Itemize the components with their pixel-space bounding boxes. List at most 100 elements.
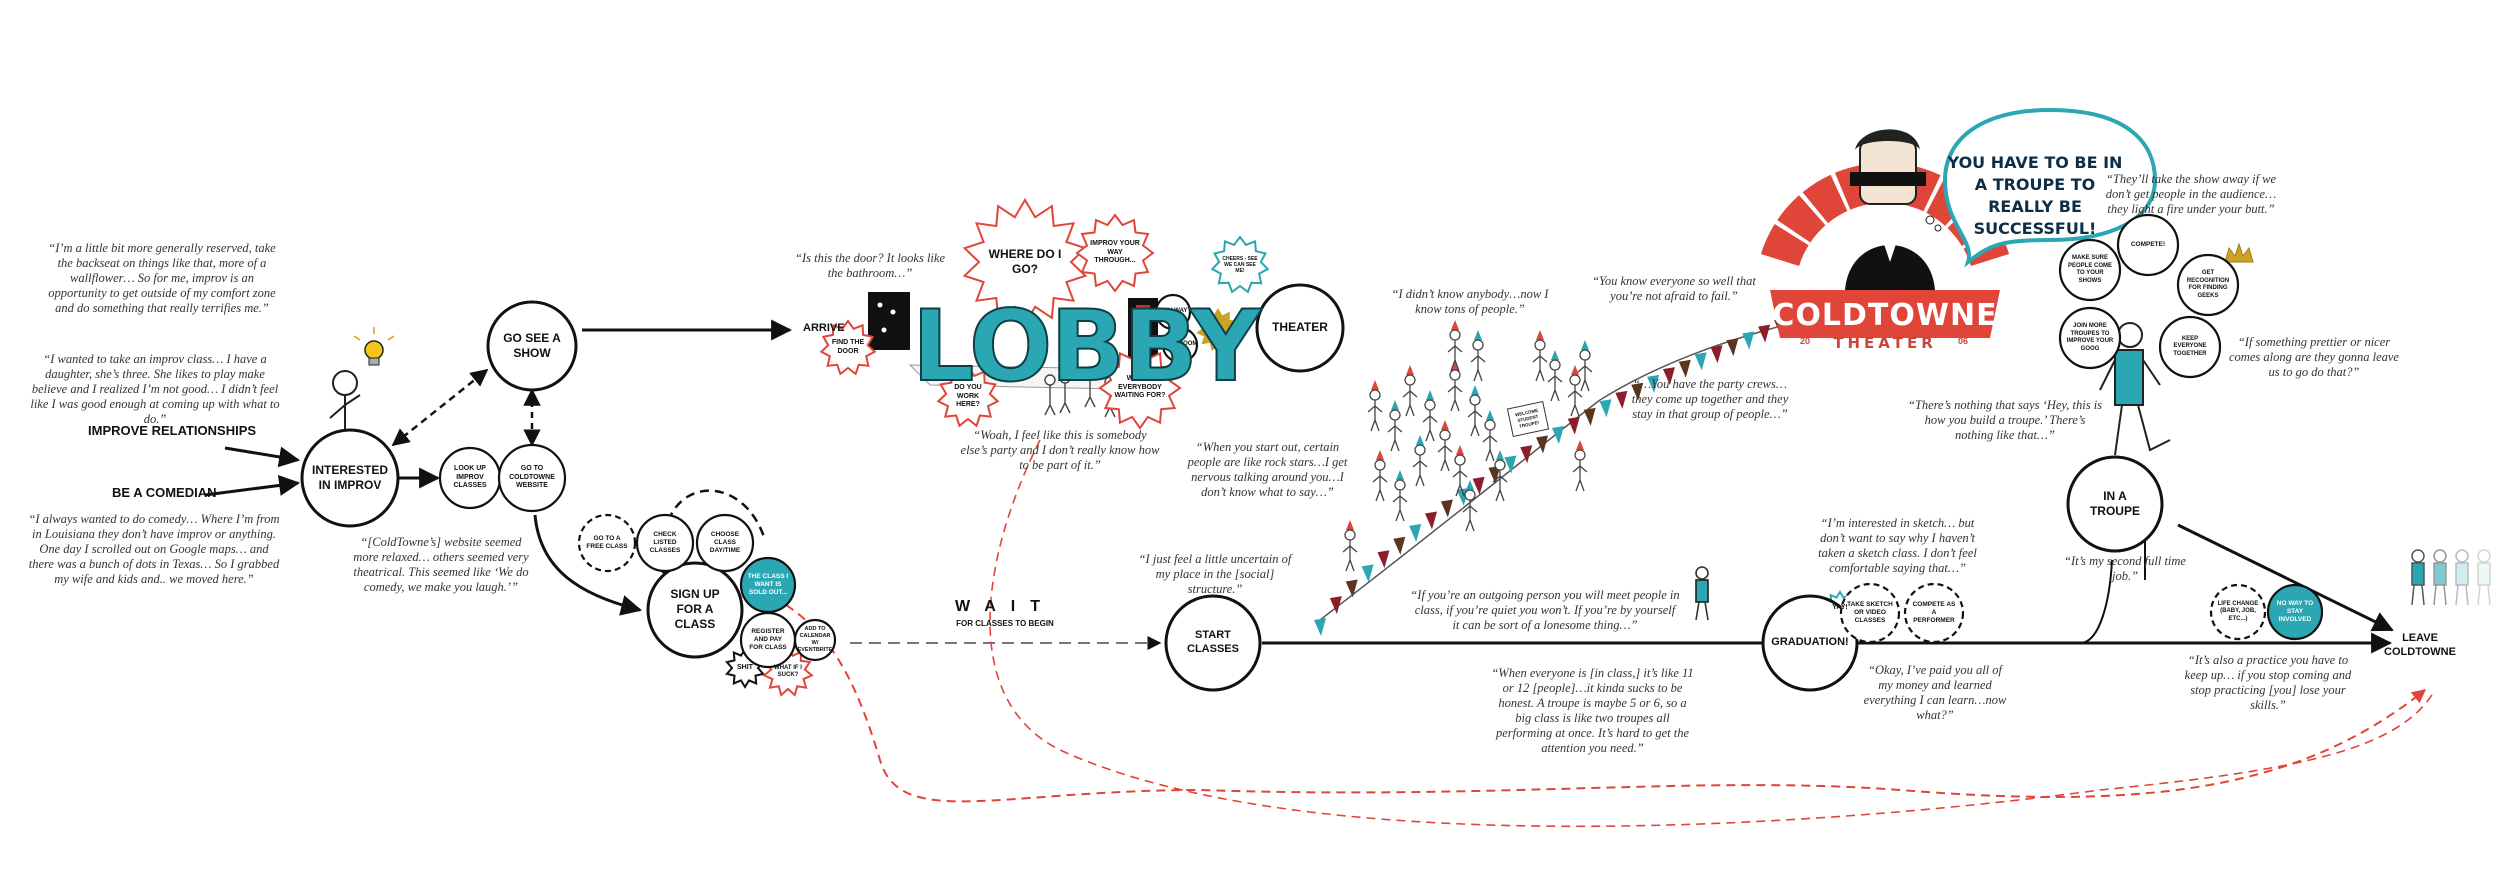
compete-node-label: COMPETE AS A PERFORMER bbox=[1912, 600, 1956, 625]
party-person bbox=[1392, 470, 1408, 522]
bunting-flag bbox=[1742, 331, 1755, 350]
quote-party-crews: “…You have the party crews…they come up … bbox=[1631, 377, 1789, 421]
check-classes-node-label: CHECK LISTED CLASSES bbox=[649, 530, 681, 555]
theater-node-label: THEATER bbox=[1272, 320, 1328, 335]
compete2-node-circle bbox=[2116, 213, 2180, 277]
find-door-burst-label: FIND THE DOOR bbox=[831, 339, 865, 355]
website-to-signup-arrow bbox=[533, 514, 643, 616]
bunting-flag bbox=[1647, 374, 1660, 393]
est-year-left: 20 bbox=[1800, 336, 1811, 346]
bunting-flag bbox=[1377, 550, 1390, 569]
interested-improv-node-circle bbox=[300, 428, 400, 528]
crown-icon bbox=[2224, 242, 2254, 263]
party-person bbox=[1567, 365, 1583, 417]
yay-burst-label: YAY! bbox=[1832, 603, 1848, 611]
exit-dashed-path bbox=[759, 589, 2427, 803]
cheers-burst-label: CHEERS - SEE WE CAN SEE ME! bbox=[1222, 255, 1258, 275]
improve-arrow bbox=[224, 446, 301, 468]
bunting-flag bbox=[1329, 596, 1342, 615]
party-crowd-figures bbox=[1342, 320, 1593, 572]
bunting-flag bbox=[1393, 536, 1406, 555]
quote-louisiana: “I always wanted to do comedy… Where I’m… bbox=[28, 512, 280, 586]
wait-label: WAIT bbox=[955, 598, 1055, 615]
troupe-dancer-figure bbox=[2099, 322, 2171, 456]
check-classes-node-circle bbox=[635, 513, 695, 573]
bunting-flag bbox=[1758, 324, 1771, 343]
person-thinking-figure bbox=[329, 370, 361, 446]
troupe-speech-text: YOU HAVE TO BE IN A TROUPE TO REALLY BE … bbox=[1947, 153, 2123, 238]
quote-prettier: “If something prettier or nicer comes al… bbox=[2229, 335, 2399, 379]
party-person bbox=[1422, 390, 1438, 442]
party-person bbox=[1437, 420, 1453, 472]
starburst-shapes bbox=[725, 198, 1858, 697]
party-person bbox=[1447, 360, 1463, 412]
leaving-figures bbox=[2411, 549, 2491, 606]
keep-everyone-node-circle bbox=[2158, 315, 2222, 379]
quote-second-job: “It’s my second full time job.” bbox=[2064, 554, 2186, 583]
start-classes-node-label: START CLASSES bbox=[1187, 629, 1239, 655]
up-to-troupe-line bbox=[2079, 559, 2113, 644]
party-person bbox=[1532, 330, 1548, 382]
bunting-flag bbox=[1583, 407, 1596, 426]
party-person bbox=[1482, 410, 1498, 462]
take-sketch-node-circle bbox=[1839, 582, 1901, 644]
improv-way-burst-label: IMPROV YOUR WAY THROUGH... bbox=[1090, 239, 1140, 265]
be-comedian-label: BE A COMEDIAN bbox=[112, 485, 217, 500]
est-year-right: 06 bbox=[1958, 336, 1969, 346]
where-go-burst bbox=[962, 198, 1088, 326]
party-person bbox=[1577, 340, 1593, 392]
add-calendar-node-label: ADD TO CALENDAR W/ EVENTBRITE bbox=[797, 626, 833, 653]
in-troupe-node-label: IN A TROUPE bbox=[2089, 488, 2140, 518]
bunting-flag bbox=[1361, 564, 1374, 583]
get-recognition-node-label: GET RECOGNITION FOR FINDING GEEKS bbox=[2186, 270, 2230, 299]
coldtowne-logo-text: COLDTOWNE bbox=[1772, 298, 1998, 333]
add-calendar-node-circle bbox=[793, 618, 837, 662]
theater-logo-text: THEATER bbox=[1833, 334, 1937, 352]
quote-website: “[ColdTowne’s] website seemed more relax… bbox=[353, 535, 529, 594]
bathroom-node-label: BATHROOM bbox=[1162, 341, 1198, 348]
free-class-node-circle bbox=[577, 513, 637, 573]
shit-burst-label: SHIT bbox=[737, 663, 753, 671]
theater-node-circle bbox=[1255, 283, 1345, 373]
get-recognition-node-circle bbox=[2176, 253, 2240, 317]
bunting-flag bbox=[1520, 445, 1533, 464]
go-see-show-node-circle bbox=[486, 300, 578, 392]
party-person bbox=[1492, 450, 1508, 502]
choose-class-node-circle bbox=[695, 513, 755, 573]
quote-uncertain: “I just feel a little uncertain of my pl… bbox=[1138, 552, 1292, 596]
party-person bbox=[1412, 435, 1428, 487]
gold-burst bbox=[1196, 308, 1240, 352]
no-way-node-circle bbox=[2266, 583, 2324, 641]
bunting-flag bbox=[1536, 435, 1549, 454]
bunting-flag bbox=[1567, 416, 1580, 435]
quote-know-well: “You know everyone so well that you’re n… bbox=[1592, 274, 1756, 303]
party-person bbox=[1547, 350, 1563, 402]
bunting-flag bbox=[1599, 399, 1612, 418]
bathroom-node-circle bbox=[1161, 326, 1199, 364]
sign-up-node-circle bbox=[646, 561, 744, 659]
bunting-flag bbox=[1694, 352, 1707, 371]
party-person bbox=[1462, 480, 1478, 532]
improv-way-burst bbox=[1075, 213, 1155, 293]
party-person bbox=[1572, 440, 1588, 492]
make-sure-node-label: MAKE SURE PEOPLE COME TO YOUR SHOWS bbox=[2067, 255, 2112, 284]
do-you-work-burst bbox=[936, 365, 1000, 428]
join-more-node-label: JOIN MORE TROUPES TO IMPROVE YOUR GOOG bbox=[2066, 323, 2114, 352]
join-more-node-circle bbox=[2058, 306, 2122, 370]
quote-reserved: “I’m a little bit more generally reserve… bbox=[48, 241, 276, 315]
sign-up-node-label: SIGN UP FOR A CLASS bbox=[670, 587, 720, 632]
journey-nodes bbox=[300, 213, 2324, 692]
bunting-flag bbox=[1440, 499, 1453, 518]
keep-everyone-node-label: KEEP EVERYONE TOGETHER bbox=[2173, 335, 2207, 357]
bunting-flag bbox=[1726, 338, 1739, 357]
bunting-flag bbox=[1551, 425, 1564, 444]
comedian-arrow bbox=[204, 475, 301, 497]
take-sketch-node-label: TAKE SKETCH OR VIDEO CLASSES bbox=[1847, 600, 1893, 625]
interested-improv-node-label: INTERESTED IN IMPROV bbox=[311, 462, 388, 492]
make-sure-node-circle bbox=[2058, 238, 2122, 302]
quote-nothing-like: “There’s nothing that says ‘Hey, this is… bbox=[1907, 398, 2103, 442]
life-change-node-label: LIFE CHANGE (BABY, JOB, ETC...) bbox=[2217, 600, 2259, 622]
graduation-node-label: GRADUATION! bbox=[1771, 636, 1849, 649]
quote-outgoing: “If you’re an outgoing person you will m… bbox=[1410, 588, 1680, 632]
